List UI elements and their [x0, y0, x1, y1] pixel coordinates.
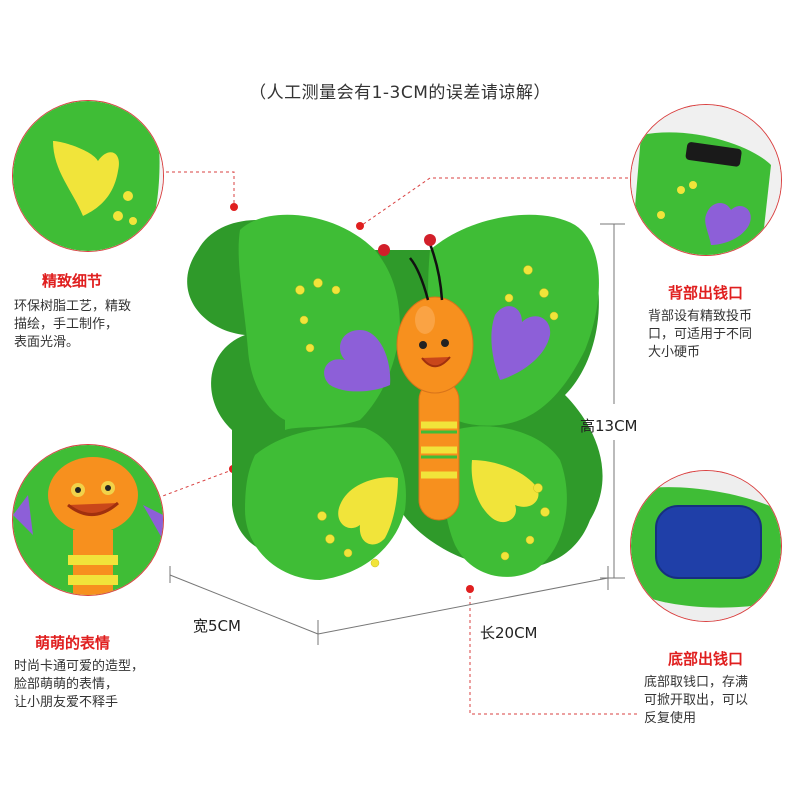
feature-desc-expression: 时尚卡通可爱的造型， 脸部萌萌的表情， 让小朋友爱不释手 [14, 659, 145, 710]
feature-title-coin-slot: 背部出钱口 [668, 284, 744, 302]
butterfly-bank [187, 214, 603, 580]
dimension-width: 宽5CM [193, 617, 241, 635]
detail-circle-face [12, 444, 164, 596]
detail-circle-heart [12, 100, 164, 252]
detail-circle-bottom-plug [630, 470, 782, 622]
feature-desc-bottom-plug: 底部取钱口，存满 可掀开取出，可以 反复使用 [644, 675, 749, 726]
feature-title-expression: 萌萌的表情 [35, 634, 111, 652]
dimension-length: 长20CM [480, 624, 538, 642]
detail-circle-coin-slot [630, 104, 782, 256]
feature-title-detail: 精致细节 [42, 272, 103, 290]
feature-desc-detail: 环保树脂工艺，精致 描绘，手工制作， 表面光滑。 [14, 299, 132, 350]
measurement-note: （人工测量会有1-3CM的误差请谅解） [249, 83, 551, 103]
dimension-height: 高13CM [580, 417, 638, 435]
feature-desc-coin-slot: 背部设有精致投币 口，可适用于不同 大小硬币 [648, 309, 753, 360]
feature-title-bottom-plug: 底部出钱口 [668, 650, 744, 668]
